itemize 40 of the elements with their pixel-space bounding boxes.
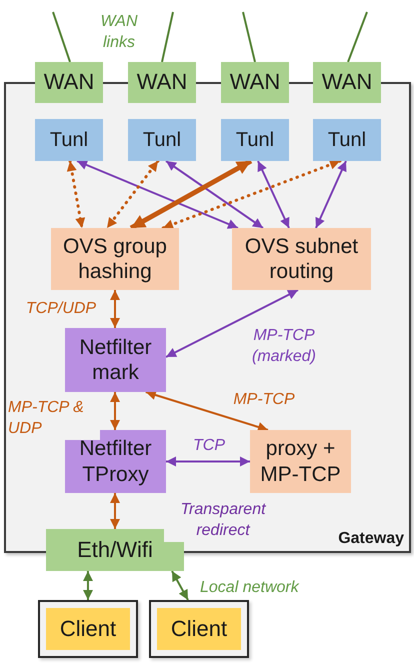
double-arrow	[110, 392, 120, 430]
wan-box: WAN	[221, 62, 289, 103]
wan-box: WAN	[35, 62, 103, 103]
double-arrow	[165, 160, 264, 229]
link-line	[347, 12, 368, 62]
double-arrow	[166, 456, 250, 466]
double-arrow	[130, 158, 252, 230]
client-box: Client	[157, 608, 241, 650]
wan-box: WAN	[128, 62, 196, 103]
client-box: Client	[46, 608, 130, 650]
edge-label: MP-TCP & UDP	[8, 398, 100, 440]
link-line	[161, 12, 174, 62]
gateway-label: Gateway	[337, 529, 404, 548]
double-arrow	[146, 390, 268, 432]
client-frame	[149, 600, 249, 658]
double-arrow	[171, 570, 189, 600]
netfilter-box: Netfilter TProxy	[65, 430, 166, 493]
double-arrow	[110, 290, 120, 328]
link-line	[242, 12, 256, 62]
double-arrow	[110, 493, 120, 529]
double-arrow	[315, 160, 347, 228]
process-box: OVS subnet routing	[232, 228, 371, 290]
double-arrow	[82, 571, 93, 600]
double-arrow	[166, 289, 298, 358]
tunnel-box: Tunl	[221, 119, 289, 161]
double-arrow	[106, 160, 160, 230]
process-box: proxy + MP-TCP	[250, 430, 351, 493]
wan-box: WAN	[313, 62, 381, 103]
double-arrow	[66, 160, 86, 230]
double-arrow	[76, 160, 238, 229]
tunnel-box: Tunl	[35, 119, 103, 161]
netfilter-box: Netfilter mark	[65, 328, 166, 392]
double-arrow	[257, 160, 290, 228]
process-box: OVS group hashing	[51, 228, 179, 290]
client-frame	[38, 600, 138, 658]
tunnel-box: Tunl	[128, 119, 196, 161]
interface-box: Eth/Wifi	[46, 529, 184, 571]
tunnel-box: Tunl	[313, 119, 381, 161]
double-arrow	[162, 160, 342, 230]
link-line	[52, 12, 71, 62]
